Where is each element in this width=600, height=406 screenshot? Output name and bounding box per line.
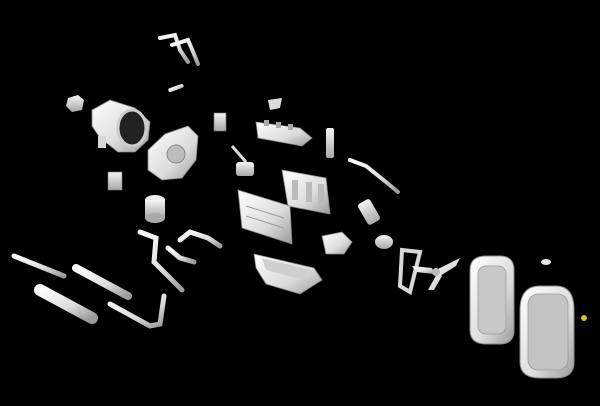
exhaust-pipe-part [158,32,200,66]
fuel-line-part [348,158,400,194]
small-block-part [213,112,227,132]
water-pipe-part [165,229,223,265]
tail-pipe-part [107,293,167,329]
bell-housing-part [91,99,151,153]
flywheel-cover-part [147,125,199,181]
engine-block-part [237,189,293,245]
small-bracket-part [168,83,184,93]
water-pump-part [321,231,353,255]
small-bracket-part-2 [107,171,123,191]
radiator-part [469,255,515,345]
grille-shell-part [519,285,587,379]
rocker-cover-part [255,98,313,147]
hose-part [137,229,185,293]
radiator-cap-part [541,259,551,265]
starter-motor-part [66,95,84,112]
cylinder-head-part [281,169,331,215]
spark-plug-part [326,128,334,158]
fan-belt-part [397,247,423,296]
pulley-part [358,199,393,249]
distributor-part [230,145,254,176]
muffler-part [11,253,132,324]
oil-pan-part [253,253,323,295]
piston-part [145,195,165,223]
fan-part [412,258,460,290]
